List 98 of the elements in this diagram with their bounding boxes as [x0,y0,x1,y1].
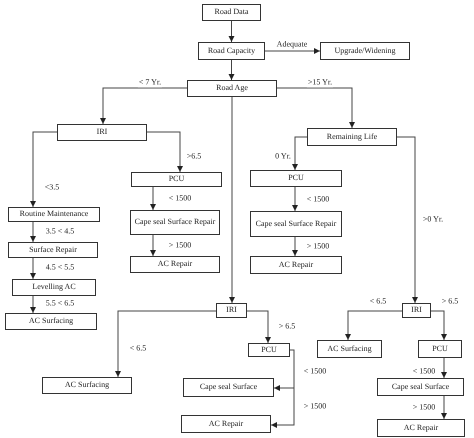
box-label: Levelling AC [32,283,76,292]
arrow [115,310,216,378]
arrow [30,222,36,242]
box-label: Routine Maintenance [20,210,88,219]
edge-label: <3.5 [44,184,60,192]
edge-label: > 6.5 [440,298,460,306]
box-label: Road Data [214,8,248,17]
process-box [130,210,220,235]
box-label: AC Repair [278,260,314,270]
edge-label: < 1500 [306,196,330,204]
edge-label: Adequate [276,40,308,50]
process-box [377,378,464,396]
edge-label: >15 Yr. [306,78,334,88]
box-label: Remaining Life [326,132,378,142]
arrow [150,234,156,256]
box-label: PCU [288,174,304,183]
box-label: AC Surfacing [327,344,372,354]
process-box [198,42,265,60]
process-box [317,340,382,358]
edge-label: > 6.5 [278,322,296,332]
process-box [377,419,465,437]
arrow [292,136,308,170]
arrow [30,132,58,208]
process-box [320,42,410,60]
box-label: AC Repair [404,424,438,432]
box-label: Cape seal Surface [392,382,450,392]
arrow [30,258,36,280]
process-box [130,256,220,273]
box-label: Surface Repair [29,246,77,254]
box-label: AC Repair [158,260,192,269]
arrow [264,48,320,54]
arrow [100,88,188,124]
arrow [441,396,447,420]
edge-label: 3.5 < 4.5 [44,228,76,236]
box-label: Cape seal Surface Repair [134,218,216,227]
edge-label: 0 Yr. [274,152,292,162]
box-label: IRI [226,306,237,315]
process-box [307,128,397,146]
box-label: PCU [168,175,184,184]
edge-label: < 7 Yr. [138,78,162,88]
arrow [30,296,36,314]
arrow [229,96,235,304]
arrow [345,310,402,340]
box-label: Upgrade/Widening [334,46,396,56]
arrow [292,236,298,256]
edge-label: < 1500 [302,368,328,376]
edge-label: > 1500 [302,402,328,412]
process-box [42,377,132,394]
process-box [8,242,98,258]
box-label: IRI [96,128,108,137]
arrow [276,88,355,128]
process-box [8,207,100,222]
arrow [430,310,447,340]
box-label: Cape seal Surface [200,383,258,392]
arrow [292,186,298,212]
process-box [12,279,96,296]
arrow [146,132,183,172]
process-box [5,313,97,330]
arrow [228,20,234,42]
arrow [150,186,156,210]
edge-label: < 1500 [412,368,436,376]
process-box [250,170,342,187]
process-box [202,4,261,21]
box-label: PCU [261,346,277,354]
box-label: AC Surfacing [64,381,110,390]
process-box [250,211,342,237]
process-box [181,415,271,433]
box-label: PCU [432,344,448,354]
process-box [183,378,274,397]
edge-label: 5.5 < 6.5 [44,300,76,308]
arrow [396,136,418,304]
edge-label: >6.5 [186,152,202,162]
edge-label: < 1500 [168,194,192,204]
process-box [187,80,277,97]
box-label: Road Age [216,84,248,93]
arrow [441,358,447,378]
arrow [246,310,271,344]
process-box [131,172,222,187]
box-label: Cape seal Surface Repair [256,220,336,228]
edge-label: 4.5 < 5.5 [44,264,76,272]
edge-label: < 6.5 [128,344,148,354]
process-box [248,343,290,357]
process-box [418,340,462,358]
edge-label: > 1500 [168,242,192,250]
box-label: AC Repair [208,420,244,428]
edge-label: > 1500 [412,404,436,412]
process-box [250,256,342,274]
edge-label: > 1500 [306,242,330,252]
process-box [216,303,247,318]
arrow [270,350,294,428]
box-label: IRI [411,306,422,315]
edge-label: >0 Yr. [422,216,444,224]
process-box [402,303,431,318]
box-label: AC Surfacing [28,317,74,326]
box-label: Road Capacity [208,46,256,56]
arrow [228,60,234,80]
edge-label: < 6.5 [368,298,388,306]
process-box [57,124,147,141]
